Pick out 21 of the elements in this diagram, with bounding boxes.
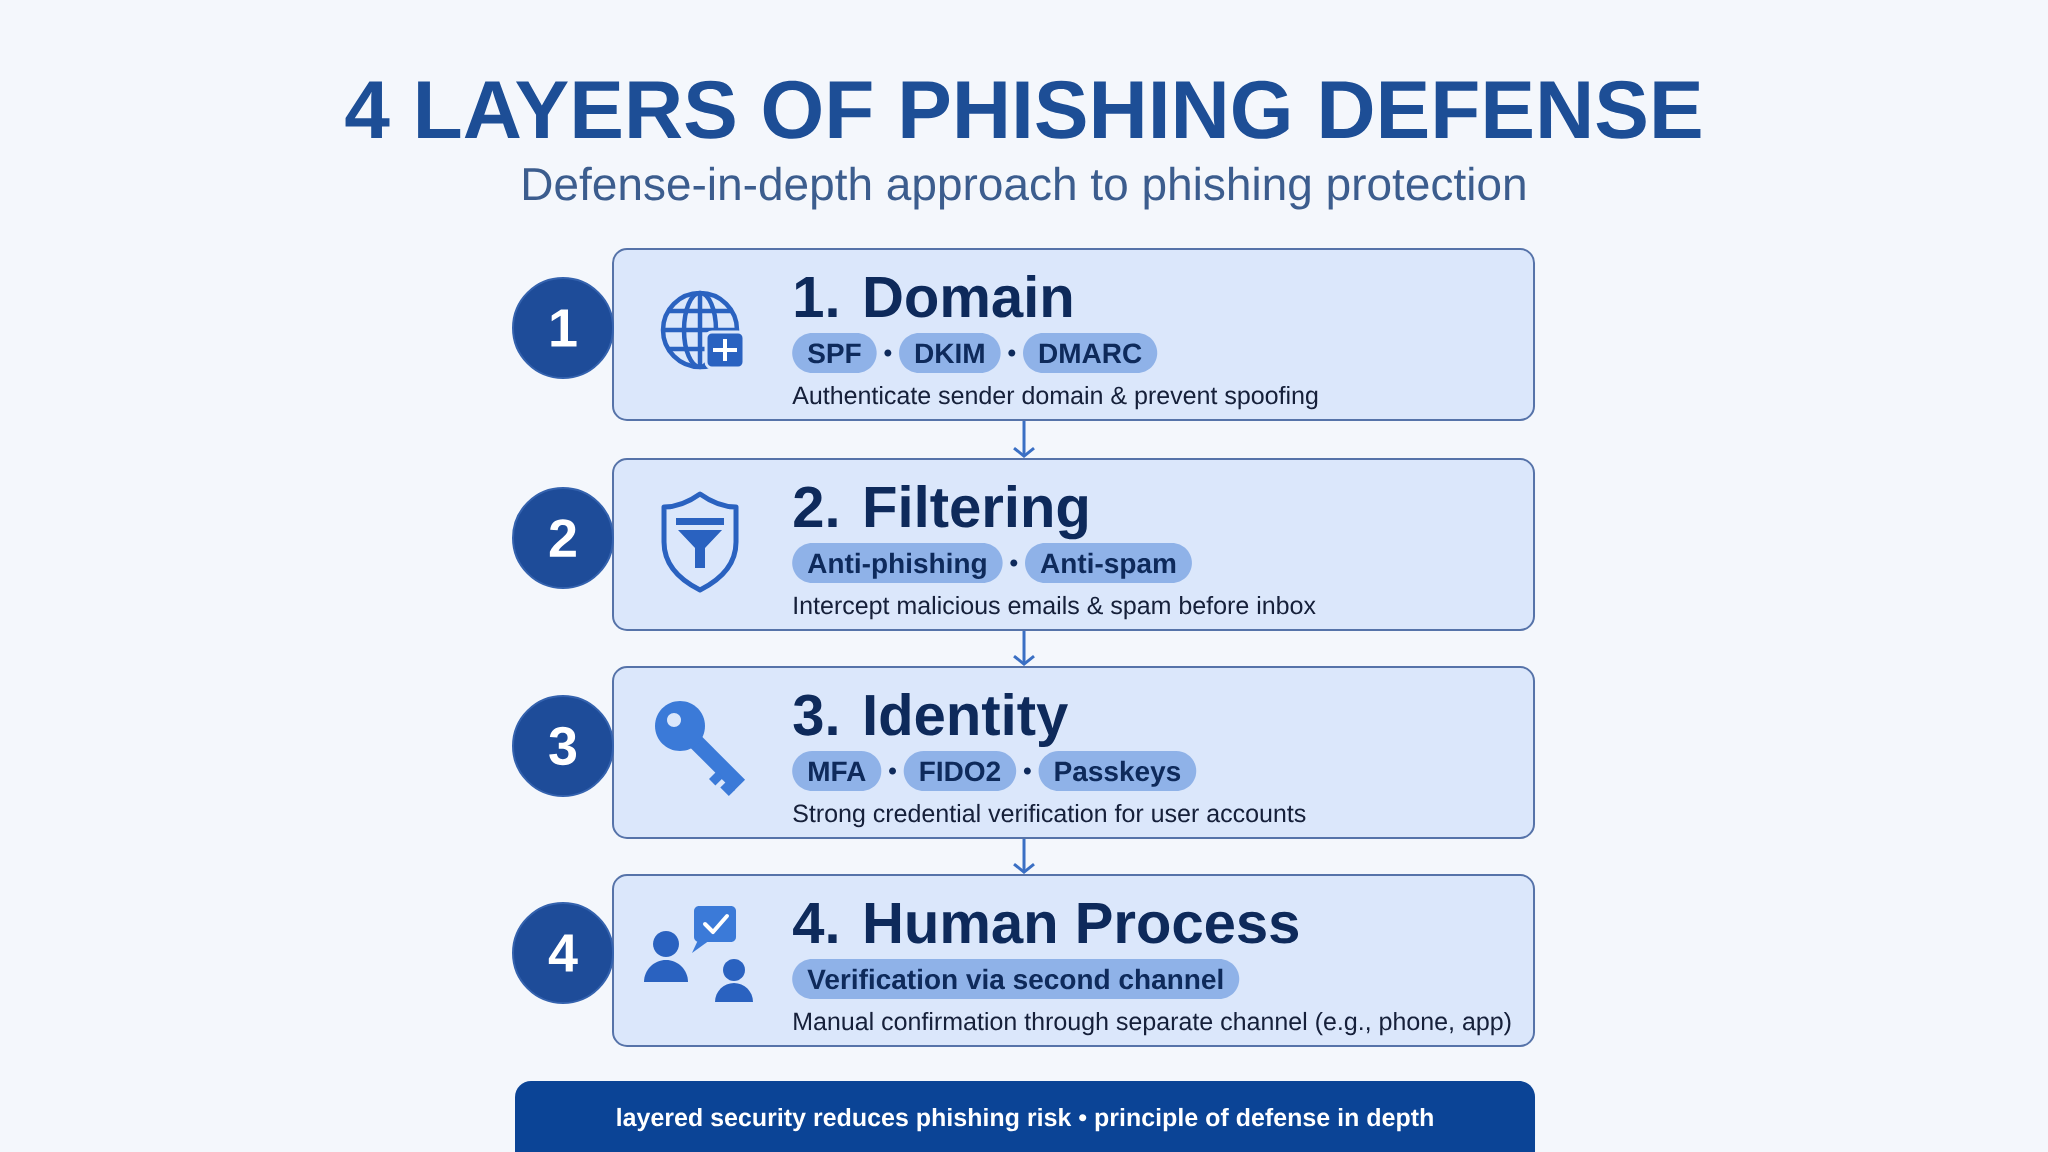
arrow [1013,839,1035,874]
title: 4 LAYERS OF PHISHING DEFENSE [345,80,1701,139]
tag-pill: DKIM [899,333,1001,373]
layer-description: Manual confirmation through separate channel (e.g., phone, app) [794,1011,1511,1036]
footer-banner: layered security reduces phishing risk • principle of defense in depth [515,1081,1535,1152]
tag-pill: DMARC [1023,333,1158,373]
layer-title: 2. Filtering [794,485,1087,540]
subtitle: Defense-in-depth approach to phishing protection [524,166,1525,210]
layer-title: 3. Identity [793,693,1068,748]
layer-description: Authenticate sender domain & prevent spoofing [792,385,1318,410]
arrow [1013,421,1035,458]
arrow [1013,631,1035,666]
layer-description: Intercept malicious emails & spam before inbox [794,595,1316,620]
tag-pill: Verification via second channel [792,959,1240,999]
tag-pill: Passkeys [1038,751,1197,791]
layer-title: 1. Domain [795,275,1072,318]
tag-pill: FIDO2 [903,751,1017,791]
tag-pill: Anti-phishing [792,543,1003,583]
tag-pill: Anti-spam [1025,543,1192,583]
layer-title: 4. Human Process [793,903,1299,944]
layer-description: Strong credential verification for user accounts [793,803,1306,828]
